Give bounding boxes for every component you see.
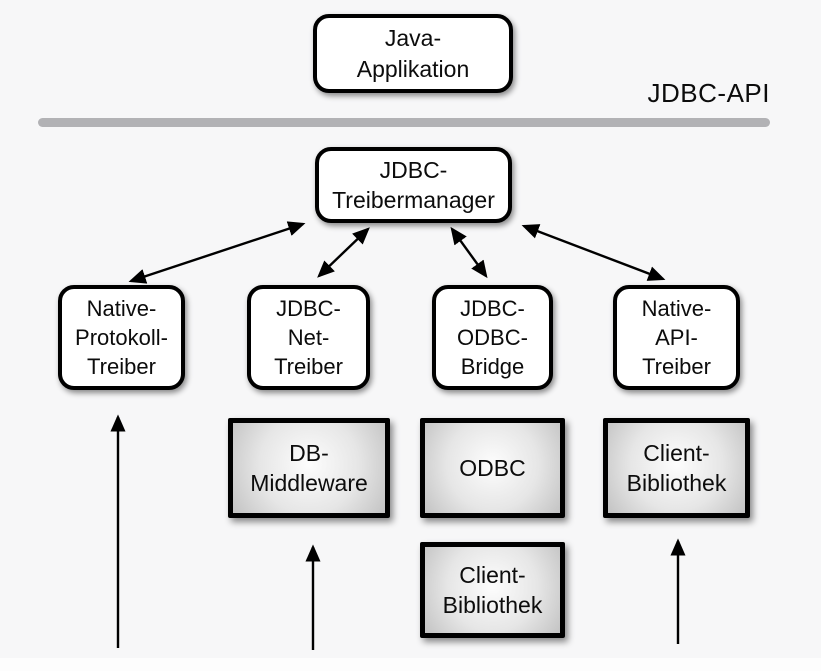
node-label: Native- Protokoll- Treiber [75, 295, 168, 380]
node-label: Client- Bibliothek [442, 561, 543, 618]
node-label: Java- Applikation [356, 25, 470, 82]
edge-manager-native-api [521, 224, 666, 281]
node-label: DB- Middleware [250, 439, 368, 496]
node-client-bibliothek-unter-odbc: Client- Bibliothek [420, 542, 565, 638]
edge-manager-jdbc-net [317, 227, 370, 278]
node-native-api-treiber: Native- API- Treiber [613, 285, 740, 390]
node-db-middleware: DB- Middleware [228, 418, 390, 518]
node-native-protokoll-treiber: Native- Protokoll- Treiber [58, 285, 185, 390]
edge-manager-native-protokoll [128, 221, 306, 284]
node-label: JDBC- ODBC- Bridge [457, 295, 528, 380]
jdbc-api-layer-label: JDBC-API [647, 78, 770, 108]
node-jdbc-odbc-bridge: JDBC- ODBC- Bridge [432, 285, 553, 390]
node-odbc: ODBC [420, 418, 565, 518]
node-label: ODBC [459, 454, 526, 481]
node-jdbc-net-treiber: JDBC- Net- Treiber [247, 285, 370, 390]
node-label: Client- Bibliothek [626, 439, 727, 496]
node-label: JDBC- Net- Treiber [274, 295, 343, 380]
node-label: JDBC- Treibermanager [332, 156, 495, 213]
node-java-applikation: Java- Applikation [313, 14, 513, 93]
cutoff-box-edge [0, 658, 821, 671]
node-client-bibliothek-rechts: Client- Bibliothek [603, 418, 750, 518]
node-label: Native- API- Treiber [641, 295, 712, 380]
node-jdbc-treibermanager: JDBC- Treibermanager [315, 147, 512, 223]
jdbc-api-divider-line [38, 118, 770, 127]
edge-manager-jdbc-odbc [450, 226, 488, 279]
